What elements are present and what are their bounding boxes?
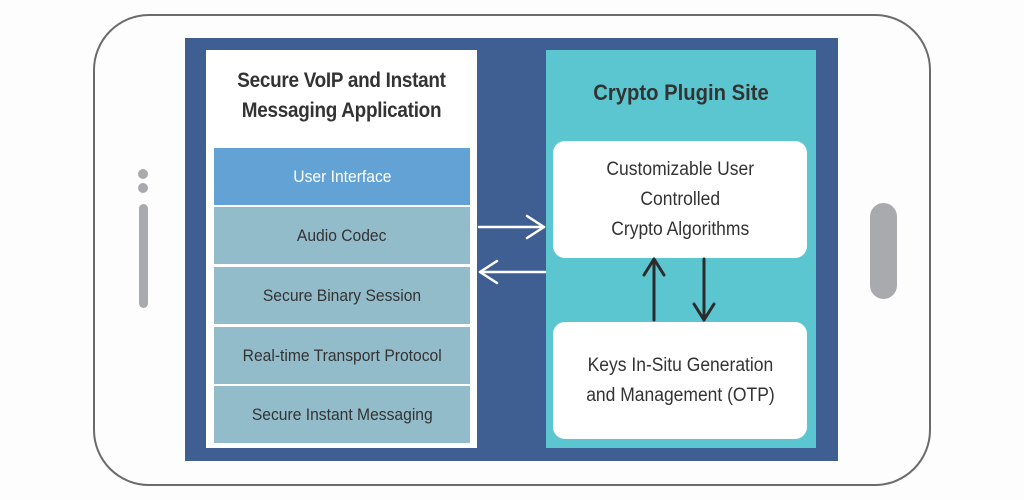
- layer-secure-instant-messaging: Secure Instant Messaging: [214, 386, 470, 443]
- camera-dot-icon: [138, 169, 148, 179]
- speaker-slot: [139, 204, 148, 308]
- arrow-right-icon: [477, 214, 546, 240]
- layer-secure-binary-session: Secure Binary Session: [214, 267, 470, 324]
- layer-audio-codec: Audio Codec: [214, 207, 470, 264]
- keys-management-card: Keys In-Situ Generation and Management (…: [553, 322, 807, 439]
- arrow-left-icon: [478, 259, 547, 285]
- card-line: and Management (OTP): [585, 384, 775, 406]
- app-title-line1: Secure VoIP and Instant: [237, 69, 446, 92]
- sensor-dot-icon: [138, 183, 148, 193]
- card-line: Controlled: [640, 188, 720, 210]
- crypto-algorithms-card: Customizable User Controlled Crypto Algo…: [553, 141, 807, 258]
- crypto-title: Crypto Plugin Site: [593, 80, 769, 105]
- layer-rtp: Real-time Transport Protocol: [214, 327, 470, 384]
- card-line: Crypto Algorithms: [611, 218, 749, 240]
- arrow-up-icon: [642, 257, 666, 322]
- arrow-down-icon: [692, 257, 716, 322]
- crypto-plugin-panel: Crypto Plugin Site Customizable User Con…: [546, 50, 816, 448]
- card-line: Customizable User: [606, 158, 754, 180]
- app-title-line2: Messaging Application: [241, 99, 442, 122]
- app-panel: Secure VoIP and Instant Messaging Applic…: [206, 50, 477, 448]
- layer-user-interface: User Interface: [214, 148, 470, 205]
- card-line: Keys In-Situ Generation: [587, 354, 773, 376]
- app-title: Secure VoIP and Instant Messaging Applic…: [220, 66, 464, 126]
- home-button[interactable]: [870, 203, 897, 299]
